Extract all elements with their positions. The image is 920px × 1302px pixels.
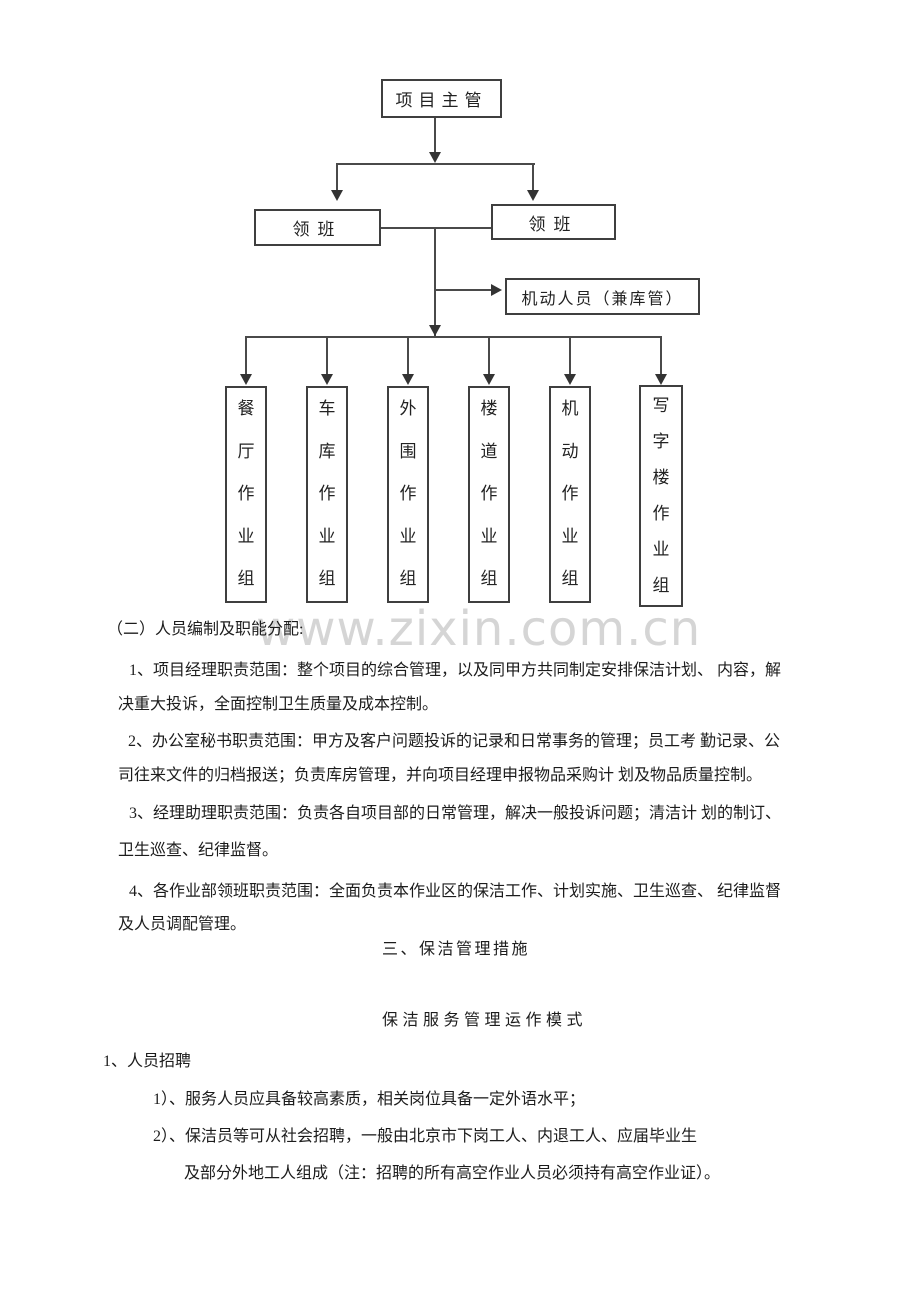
chart-box-group-restaurant: 餐厅作业组	[225, 386, 267, 603]
heading-recruitment: 1、人员招聘	[103, 1053, 192, 1070]
recruitment-item-2-line1: 2）、保洁员等可从社会招聘，一般由北京市下岗工人、内退工人、应届毕业生	[153, 1128, 698, 1145]
arrow-right-icon	[491, 284, 502, 296]
para-project-manager-line2: 决重大投诉，全面控制卫生质量及成本控制。	[118, 696, 439, 713]
arrow-down-icon	[483, 374, 495, 385]
chart-box-foreman-right: 领班	[491, 204, 616, 240]
section-heading-staffing: （二）人员编制及职能分配:	[107, 621, 304, 638]
arrow-down-icon	[321, 374, 333, 385]
arrow-down-icon	[655, 374, 667, 385]
watermark: www.zixin.com.cn	[256, 601, 702, 657]
chart-box-group-perimeter: 外围作业组	[387, 386, 429, 603]
connector-drop-3	[407, 336, 409, 375]
para-assistant-manager-line2: 卫生巡查、纪律监督。	[118, 842, 279, 859]
group-label: 车库作业组	[318, 399, 336, 589]
para-foremen-duty-line2: 及人员调配管理。	[118, 916, 247, 933]
connector-between-foremen	[381, 227, 491, 229]
group-label: 机动作业组	[561, 399, 579, 589]
connector-drop-4	[488, 336, 490, 375]
connector-right-drop	[532, 163, 534, 191]
recruitment-item-1: 1）、服务人员应具备较高素质，相关岗位具备一定外语水平；	[153, 1091, 586, 1108]
para-foremen-duty-line1: 4、各作业部领班职责范围：全面负责本作业区的保洁工作、计划实施、卫生巡查、 纪律…	[129, 883, 782, 900]
arrow-down-icon	[429, 325, 441, 336]
chart-box-mobile-staff: 机动人员（兼库管）	[505, 278, 700, 315]
connector-rail	[245, 336, 662, 338]
connector-drop-5	[569, 336, 571, 375]
arrow-down-icon	[240, 374, 252, 385]
group-label: 外围作业组	[399, 399, 417, 589]
para-project-manager-line1: 1、项目经理职责范围：整个项目的综合管理，以及同甲方共同制定安排保洁计划、 内容…	[129, 662, 782, 679]
group-label: 写字楼作业组	[652, 396, 670, 595]
recruitment-item-2-line2: 及部分外地工人组成（注：招聘的所有高空作业人员必须持有高空作业证）。	[184, 1165, 721, 1182]
section-heading-operation-mode: 保洁服务管理运作模式	[382, 1012, 588, 1029]
connector-drop-6	[660, 336, 662, 375]
para-office-secretary-line1: 2、办公室秘书职责范围：甲方及客户问题投诉的记录和日常事务的管理；员工考 勤记录…	[128, 733, 781, 750]
arrow-down-icon	[527, 190, 539, 201]
arrow-down-icon	[331, 190, 343, 201]
group-label: 餐厅作业组	[237, 399, 255, 589]
section-heading-management-measures: 三、保洁管理措施	[382, 941, 531, 958]
connector-center-trunk	[434, 227, 436, 337]
para-assistant-manager-line1: 3、经理助理职责范围：负责各自项目部的日常管理，解决一般投诉问题；清洁计 划的制…	[129, 805, 782, 822]
chart-box-foreman-left: 领班	[254, 209, 381, 246]
connector-mobile-branch	[435, 289, 491, 291]
connector-drop-1	[245, 336, 247, 375]
connector-drop-2	[326, 336, 328, 375]
connector-root-down	[434, 118, 436, 154]
arrow-down-icon	[402, 374, 414, 385]
para-office-secretary-line2: 司往来文件的归档报送；负责库房管理，并向项目经理申报物品采购计 划及物品质量控制…	[118, 767, 763, 784]
chart-box-group-office-building: 写字楼作业组	[639, 385, 683, 607]
arrow-down-icon	[564, 374, 576, 385]
chart-box-group-garage: 车库作业组	[306, 386, 348, 603]
chart-box-group-mobile: 机动作业组	[549, 386, 591, 603]
connector-split	[337, 163, 535, 165]
arrow-down-icon	[429, 152, 441, 163]
chart-box-project-supervisor: 项目主管	[381, 79, 502, 118]
connector-left-drop	[336, 163, 338, 191]
group-label: 楼道作业组	[480, 399, 498, 589]
chart-box-group-corridor: 楼道作业组	[468, 386, 510, 603]
